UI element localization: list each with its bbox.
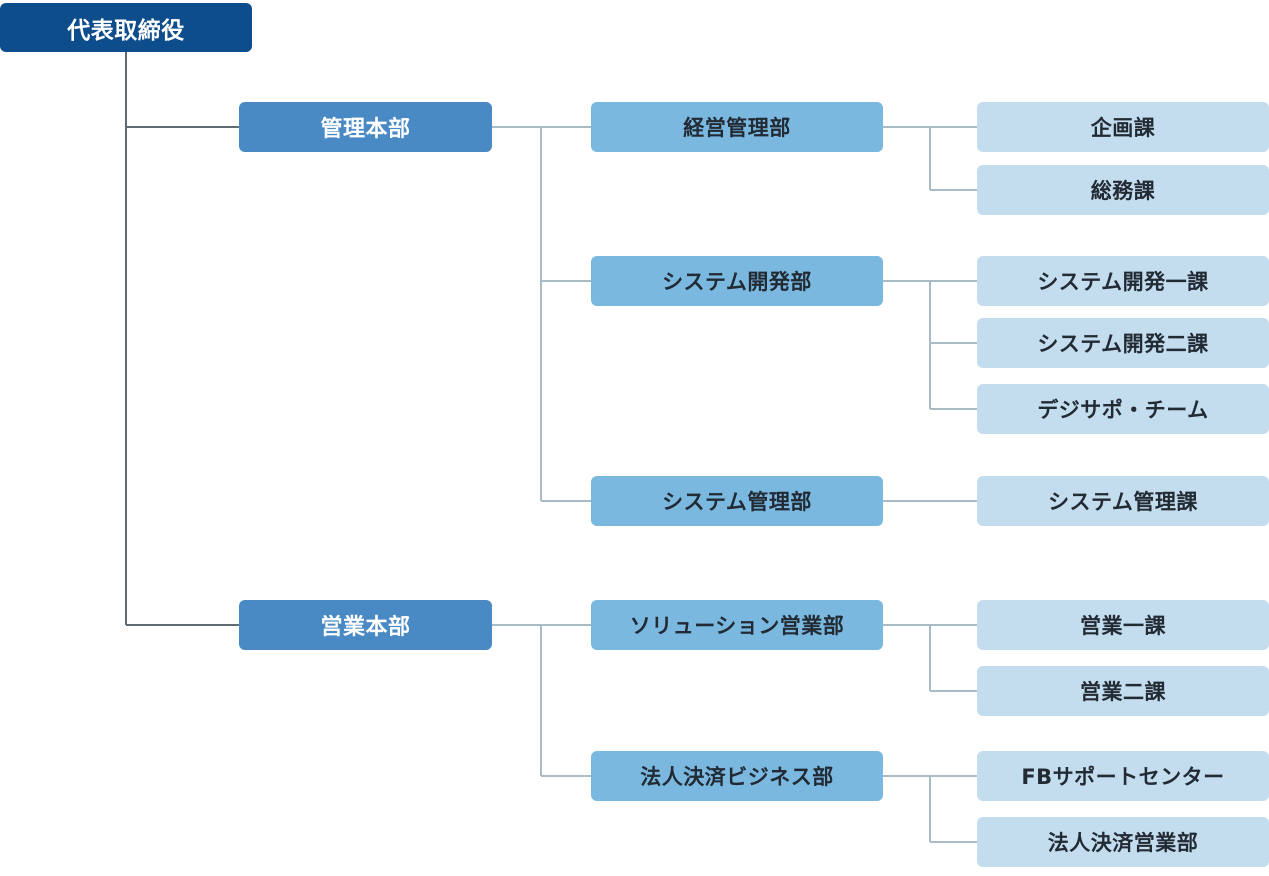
department-node: システム開発部 [591,256,883,306]
section-node: デジサポ・チーム [977,384,1269,434]
department-node: 経営管理部 [591,102,883,152]
section-node: システム開発一課 [977,256,1269,306]
section-node: 営業二課 [977,666,1269,716]
section-node: 総務課 [977,165,1269,215]
section-node: 法人決済営業部 [977,817,1269,867]
section-node: システム開発二課 [977,318,1269,368]
section-node: FBサポートセンター [977,751,1269,801]
department-node: 法人決済ビジネス部 [591,751,883,801]
department-node: ソリューション営業部 [591,600,883,650]
section-node: 企画課 [977,102,1269,152]
section-node: 営業一課 [977,600,1269,650]
division-node: 営業本部 [239,600,492,650]
department-node: システム管理部 [591,476,883,526]
section-node: システム管理課 [977,476,1269,526]
division-node: 管理本部 [239,102,492,152]
root-node: 代表取締役 [0,3,252,52]
